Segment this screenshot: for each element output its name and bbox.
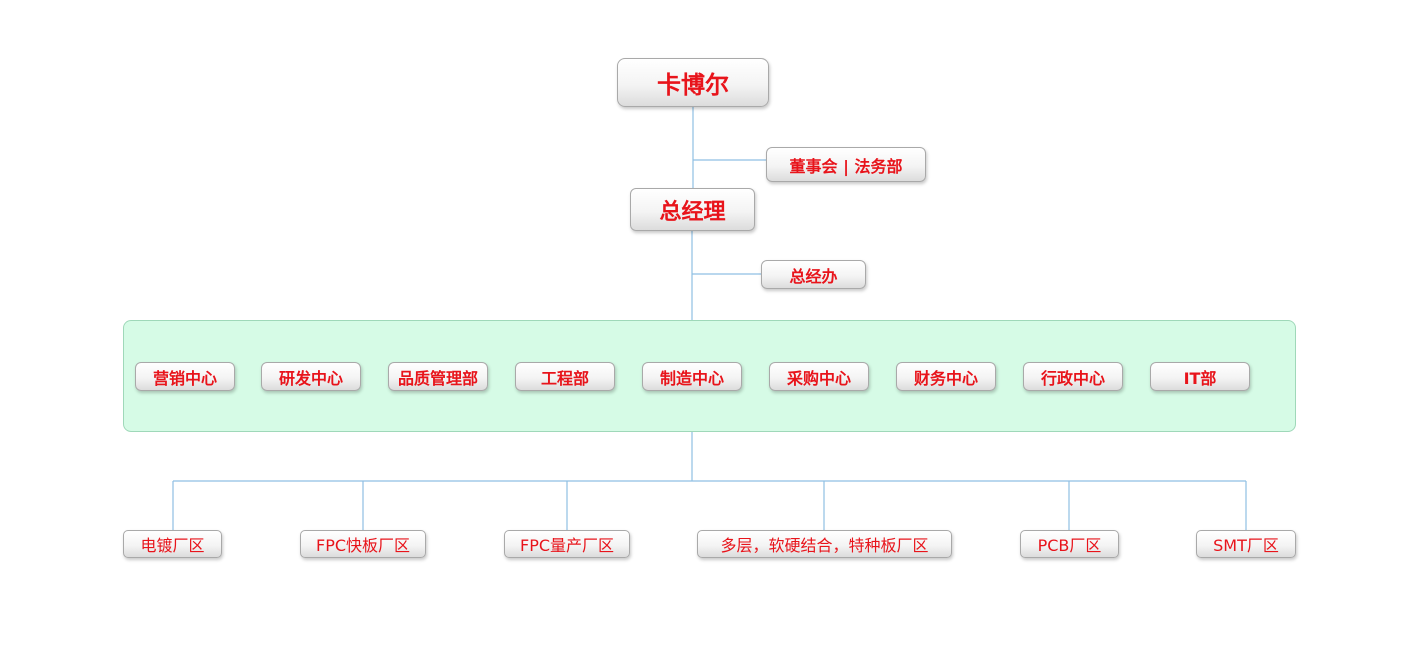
company-node[interactable]: 卡博尔 <box>617 58 769 107</box>
dept-node-admin[interactable]: 行政中心 <box>1023 362 1123 391</box>
dept-node-finance[interactable]: 财务中心 <box>896 362 996 391</box>
dept-node-purchasing[interactable]: 采购中心 <box>769 362 869 391</box>
plant-node-pcb[interactable]: PCB厂区 <box>1020 530 1119 558</box>
dept-node-manufacturing[interactable]: 制造中心 <box>642 362 742 391</box>
dept-node-marketing[interactable]: 营销中心 <box>135 362 235 391</box>
general-manager-node[interactable]: 总经理 <box>630 188 755 231</box>
dept-node-it[interactable]: IT部 <box>1150 362 1250 391</box>
plant-node-multilayer[interactable]: 多层，软硬结合，特种板厂区 <box>697 530 952 558</box>
plant-node-fpc-mass[interactable]: FPC量产厂区 <box>504 530 630 558</box>
board-legal-node[interactable]: 董事会 | 法务部 <box>766 147 926 182</box>
plant-node-fpc-quick[interactable]: FPC快板厂区 <box>300 530 426 558</box>
gm-office-node[interactable]: 总经办 <box>761 260 866 289</box>
dept-node-quality[interactable]: 品质管理部 <box>388 362 488 391</box>
dept-node-rnd[interactable]: 研发中心 <box>261 362 361 391</box>
plant-node-electroplating[interactable]: 电镀厂区 <box>123 530 222 558</box>
dept-node-engineering[interactable]: 工程部 <box>515 362 615 391</box>
plant-node-smt[interactable]: SMT厂区 <box>1196 530 1296 558</box>
